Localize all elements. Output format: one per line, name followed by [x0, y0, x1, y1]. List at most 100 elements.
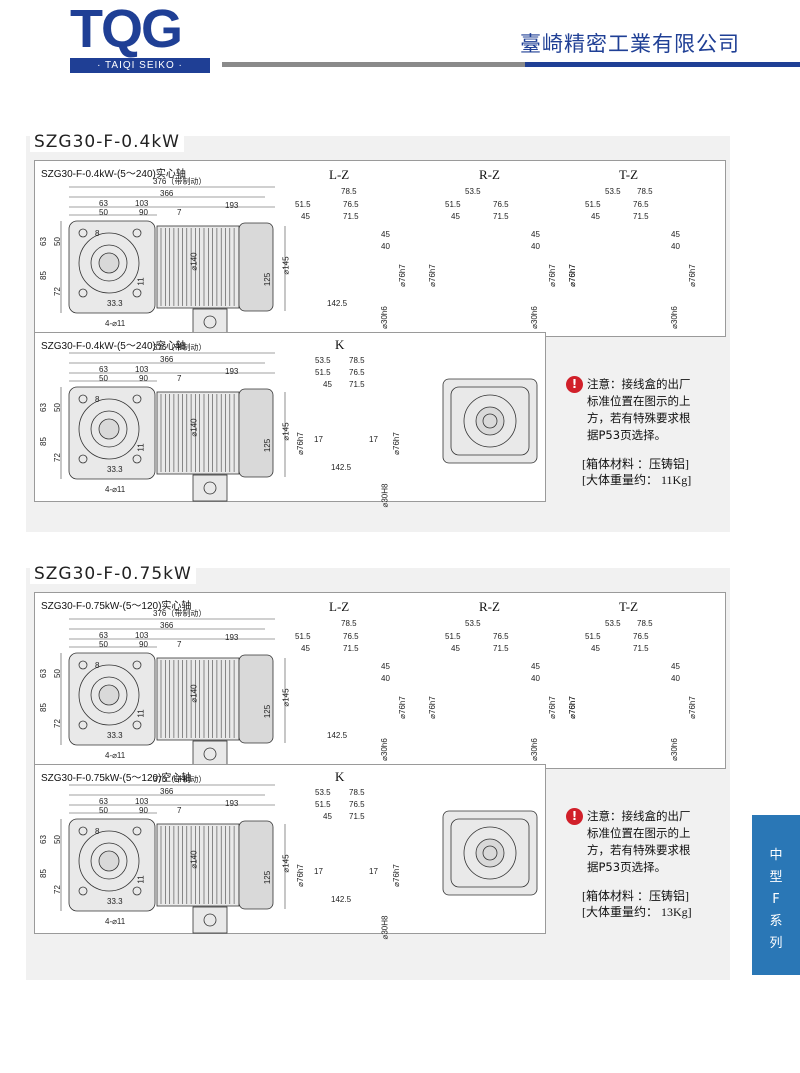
dimension-label: 50	[99, 374, 108, 383]
note-line: 据P53页选择。	[587, 428, 667, 442]
dimension-label: 142.5	[327, 299, 348, 308]
note-text: !注意：接线盒的出厂标准位置在图示的上方，若有特殊要求根据P53页选择。	[566, 808, 736, 876]
dimension-label: 376（带制动）	[153, 775, 207, 784]
dimension-label: ⌀30h6	[529, 738, 539, 761]
motor-drawing	[60, 186, 286, 336]
view-label: T-Z	[619, 599, 639, 614]
dimension-label: 4-⌀11	[105, 485, 126, 494]
spec-block: [箱体材料 ：压铸铝][大体重量约： 11Kg]	[582, 456, 691, 488]
dimension-label: 40	[671, 674, 680, 683]
dimension-label: 45	[381, 662, 390, 671]
logo-subtitle: · TAIQI SEIKO ·	[70, 58, 210, 73]
view-label: K	[335, 769, 345, 784]
dimension-label: ⌀30h6	[669, 306, 679, 329]
view-label: L-Z	[329, 599, 350, 614]
dimension-label: 40	[381, 674, 390, 683]
dimension-label: ⌀76h7	[547, 696, 557, 719]
dimension-label: 50	[99, 806, 108, 815]
company-name: 臺崎精密工業有限公司	[520, 32, 740, 56]
dimension-label: 76.5	[493, 632, 509, 641]
dimension-label: ⌀30h6	[669, 738, 679, 761]
dimension-label: 33.3	[107, 465, 123, 474]
dimension-label: 33.3	[107, 897, 123, 906]
dimension-label: ⌀30h6	[529, 306, 539, 329]
dimension-label: ⌀76h7	[687, 696, 697, 719]
dimension-label: 50	[99, 640, 108, 649]
note-line: 方，若有特殊要求根	[587, 843, 691, 857]
dimension-label: 8	[95, 661, 100, 670]
dimension-label: 78.5	[341, 187, 357, 196]
note-line: 标准位置在图示的上	[587, 394, 691, 408]
dimension-label: 366	[160, 787, 174, 796]
dimension-label: 33.3	[107, 731, 123, 740]
dimension-label: 78.5	[637, 187, 653, 196]
dimension-label: 63	[99, 199, 108, 208]
dimension-label: ⌀140	[189, 252, 199, 271]
note-line: 标准位置在图示的上	[587, 826, 691, 840]
dimension-label: 71.5	[349, 380, 365, 389]
dimension-label: 193	[225, 633, 239, 642]
dimension-label: 4-⌀11	[105, 751, 126, 760]
dimension-label: 45	[531, 230, 540, 239]
flange-face-drawing	[442, 378, 538, 464]
dimension-label: ⌀145	[281, 688, 291, 707]
dimension-label: 53.5	[465, 187, 481, 196]
dimension-label: 76.5	[343, 632, 359, 641]
note-line: 注意：接线盒的出厂	[587, 377, 691, 391]
dimension-label: 45	[671, 230, 680, 239]
dimension-label: 125	[263, 704, 273, 719]
dimension-label: ⌀30h6	[379, 306, 389, 329]
dimension-label: 53.5	[605, 187, 621, 196]
dimension-label: 71.5	[633, 212, 649, 221]
spec-material: [箱体材料 ：压铸铝]	[582, 889, 689, 903]
dimension-label: 76.5	[633, 632, 649, 641]
dimension-label: 193	[225, 201, 239, 210]
dimension-label: 71.5	[349, 812, 365, 821]
dimension-label: 45	[323, 812, 332, 821]
side-view-drawing	[35, 161, 185, 336]
dimension-label: 103	[135, 631, 149, 640]
dimension-label: 71.5	[343, 212, 359, 221]
dimension-label: 76.5	[349, 800, 365, 809]
dimension-label: 45	[451, 644, 460, 653]
dimension-label: 78.5	[637, 619, 653, 628]
view-label: R-Z	[479, 167, 500, 182]
dimension-label: 7	[177, 640, 182, 649]
dimension-label: 63	[99, 631, 108, 640]
dimension-label: 51.5	[295, 632, 311, 641]
dimension-label: 45	[323, 380, 332, 389]
dimension-label: ⌀76h7	[547, 264, 557, 287]
dimension-label: 71.5	[493, 212, 509, 221]
spec-weight: [大体重量约： 11Kg]	[582, 473, 692, 487]
spec-block: [箱体材料 ：压铸铝] [大体重量约： 13Kg]	[582, 888, 692, 920]
dimension-label: 193	[225, 799, 239, 808]
side-tab-char: F	[772, 892, 780, 907]
dimension-label: 45	[381, 230, 390, 239]
spec-weight: [大体重量约： 13Kg]	[582, 905, 692, 919]
dimension-label: 40	[531, 674, 540, 683]
dimension-label: ⌀76h7	[397, 696, 407, 719]
dimension-label: ⌀76h7	[427, 696, 437, 719]
dimension-label: 142.5	[327, 731, 348, 740]
dimension-label: 45	[591, 212, 600, 221]
dimension-label: 17	[314, 867, 323, 876]
dimension-label: 50	[99, 208, 108, 217]
dimension-label: 7	[177, 374, 182, 383]
dimension-label: 103	[135, 365, 149, 374]
dimension-label: ⌀140	[189, 684, 199, 703]
panel-title: SZG30-F-0.4kW-(5～240)空心轴	[41, 341, 186, 352]
dimension-label: 7	[177, 208, 182, 217]
dimension-label: 103	[135, 199, 149, 208]
note-text: !注意：接线盒的出厂标准位置在图示的上方，若有特殊要求根据P53页选择。	[566, 376, 736, 444]
dimension-label: ⌀76h7	[567, 696, 577, 719]
dimension-label: 53.5	[465, 619, 481, 628]
motor-drawing	[60, 784, 286, 934]
series-side-tab-text: 中 型 F 系 列	[752, 845, 800, 955]
dimension-label: 76.5	[493, 200, 509, 209]
logo: TQG	[70, 0, 183, 59]
note-line: 据P53页选择。	[587, 860, 667, 874]
motor-drawing	[60, 352, 286, 502]
section-title: SZG30-F-0.4kW	[30, 132, 184, 152]
